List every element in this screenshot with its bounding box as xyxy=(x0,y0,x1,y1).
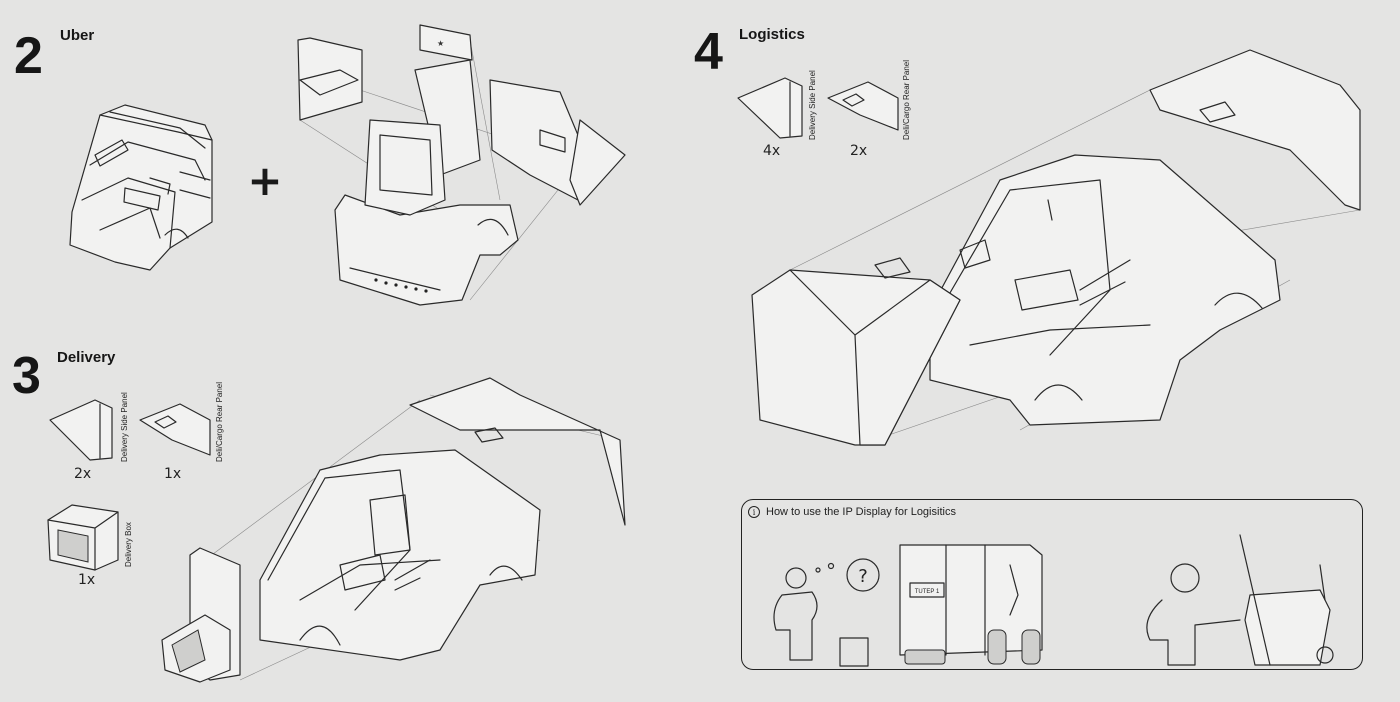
step-number-3: 3 xyxy=(12,347,41,405)
part-qty-logistics-rear-panel: 2x xyxy=(850,143,868,159)
step-title-uber: Uber xyxy=(60,27,95,44)
delivery-side-panel-icon xyxy=(49,399,113,461)
deli-cargo-rear-panel-icon xyxy=(139,403,211,456)
hint-vehicle-front: TUTEP 1 xyxy=(899,544,1043,665)
seat-light-strip xyxy=(374,278,428,293)
vehicle-ip-display-text: TUTEP 1 xyxy=(915,589,940,595)
part-label-logistics-side-panel: Delivery Side Panel xyxy=(808,70,817,140)
plus-sign: + xyxy=(247,156,282,205)
step-title-logistics: Logistics xyxy=(739,26,805,43)
part-qty-logistics-side-panel: 4x xyxy=(763,143,781,159)
hint-title: How to use the IP Display for Logisitics xyxy=(766,506,956,518)
part-label-deli-cargo-rear-panel: Deli/Cargo Rear Panel xyxy=(215,381,224,462)
hint-person-delivering xyxy=(1146,534,1334,666)
delivery-vehicle-exploded xyxy=(161,377,626,683)
part-qty-deli-cargo-rear-panel: 1x xyxy=(164,466,182,482)
hint-person-thinking: ? xyxy=(773,558,880,667)
step-title-delivery: Delivery xyxy=(57,349,116,366)
part-label-delivery-box: Delivery Box xyxy=(124,522,133,567)
logistics-side-panel-icon xyxy=(737,77,803,139)
delivery-box-icon xyxy=(47,504,119,571)
ip-display-hint-panel xyxy=(741,499,1363,670)
step-number-2: 2 xyxy=(14,27,43,85)
logistics-vehicle-exploded xyxy=(751,49,1361,446)
hint-header: i How to use the IP Display for Logisiti… xyxy=(748,506,956,518)
part-label-delivery-side-panel: Delivery Side Panel xyxy=(120,392,129,462)
uber-exploded-parts: ★ xyxy=(297,24,626,306)
uber-pod-assembled xyxy=(69,104,213,271)
part-label-logistics-rear-panel: Deli/Cargo Rear Panel xyxy=(902,59,911,140)
part-qty-delivery-side-panel: 2x xyxy=(74,466,92,482)
logistics-rear-panel-icon xyxy=(827,81,899,131)
thought-bubble-question: ? xyxy=(858,566,868,587)
info-icon: i xyxy=(748,506,760,518)
svg-text:★: ★ xyxy=(437,39,444,48)
part-qty-delivery-box: 1x xyxy=(78,572,96,588)
step-number-4: 4 xyxy=(694,23,723,81)
